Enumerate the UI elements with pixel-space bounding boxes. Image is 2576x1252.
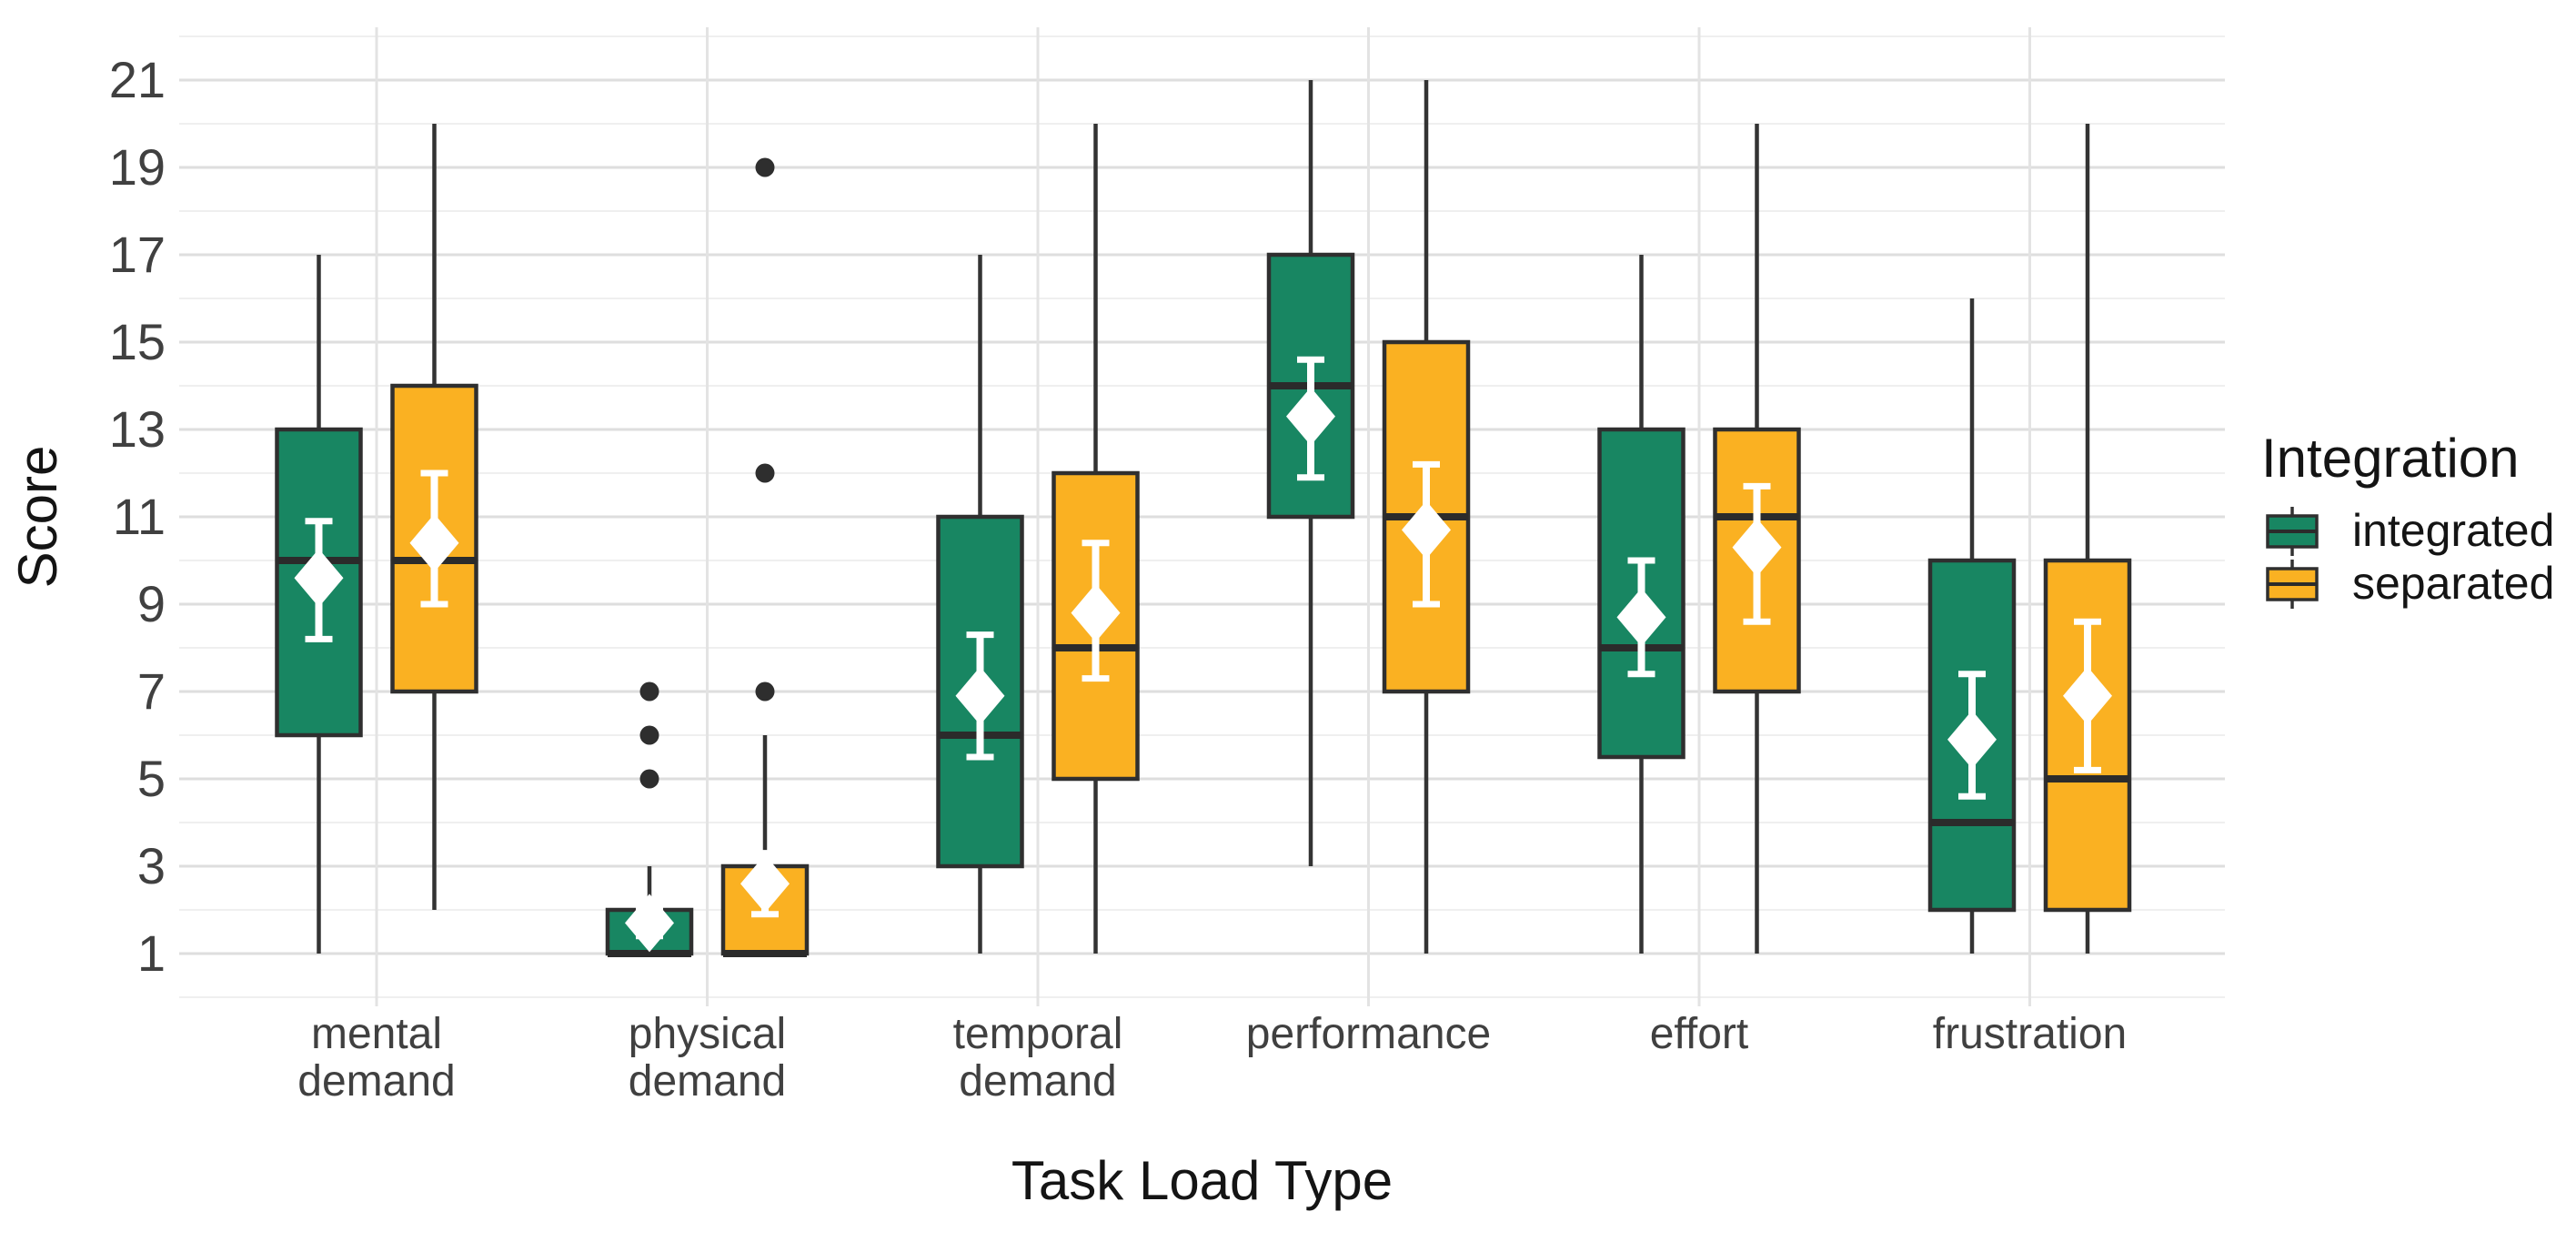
x-axis-title: Task Load Type xyxy=(1011,1150,1393,1211)
box-integrated-physical-demand xyxy=(605,682,694,957)
mean-diamond xyxy=(1616,588,1666,647)
y-tick-label: 9 xyxy=(137,575,166,632)
mean-diamond xyxy=(1732,518,1782,577)
box-separated-effort xyxy=(1713,124,1801,954)
x-category-label: demand xyxy=(629,1057,786,1106)
mean-diamond xyxy=(625,894,674,953)
legend-title: Integration xyxy=(2261,428,2520,489)
mean-diamond xyxy=(955,666,1005,725)
box-separated-mental-demand xyxy=(390,124,478,910)
mean-diamond xyxy=(1286,387,1335,446)
y-tick-label: 1 xyxy=(137,924,166,982)
boxplot-series xyxy=(275,80,2132,957)
box-integrated-performance xyxy=(1266,80,1355,866)
mean-diamond xyxy=(294,549,344,608)
x-category-label: frustration xyxy=(1933,1010,2127,1058)
box-integrated-temporal-demand xyxy=(936,255,1024,954)
box-separated-physical-demand xyxy=(720,157,810,957)
legend-item-label: integrated xyxy=(2352,505,2554,556)
y-tick-label: 15 xyxy=(109,313,166,370)
mean-diamond xyxy=(409,513,459,572)
box-separated-performance xyxy=(1382,80,1471,954)
x-category-label: demand xyxy=(297,1057,455,1106)
mean-diamond xyxy=(1071,583,1121,642)
legend-item-integrated: integrated xyxy=(2266,505,2554,556)
x-category-label: mental xyxy=(311,1010,442,1058)
outlier-point xyxy=(755,157,775,177)
legend-item-separated: separated xyxy=(2266,558,2554,609)
y-tick-label: 11 xyxy=(113,488,166,545)
y-tick-label: 13 xyxy=(109,400,166,458)
box-integrated-effort xyxy=(1597,255,1685,954)
x-category-label: demand xyxy=(959,1057,1116,1106)
y-tick-label: 21 xyxy=(109,51,166,108)
box-integrated-mental-demand xyxy=(275,255,363,954)
mean-diamond xyxy=(1402,500,1451,560)
y-tick-label: 17 xyxy=(109,226,166,283)
y-tick-label: 7 xyxy=(137,662,166,720)
outlier-point xyxy=(755,463,775,483)
mean-diamond xyxy=(1947,710,1997,769)
y-tick-label: 19 xyxy=(109,138,166,196)
legend-item-label: separated xyxy=(2352,558,2554,609)
mean-diamond xyxy=(2063,666,2112,725)
x-category-label: performance xyxy=(1246,1010,1491,1058)
box-separated-frustration xyxy=(2043,124,2132,954)
outlier-point xyxy=(639,682,659,702)
x-category-label: temporal xyxy=(953,1010,1123,1058)
outlier-point xyxy=(639,725,659,745)
y-axis-title: Score xyxy=(7,446,68,589)
x-category-label: physical xyxy=(629,1010,786,1058)
y-tick-label: 3 xyxy=(137,837,166,894)
panel-gridlines xyxy=(179,27,2225,1006)
x-category-label: effort xyxy=(1650,1010,1749,1058)
x-axis-category-labels: mentaldemandphysicaldemandtemporaldemand… xyxy=(297,1010,2127,1106)
box-separated-temporal-demand xyxy=(1052,124,1140,954)
outlier-point xyxy=(639,769,659,789)
outlier-point xyxy=(755,682,775,702)
mean-diamond xyxy=(740,854,790,914)
box-integrated-frustration xyxy=(1927,298,2017,954)
y-tick-label: 5 xyxy=(137,750,166,807)
